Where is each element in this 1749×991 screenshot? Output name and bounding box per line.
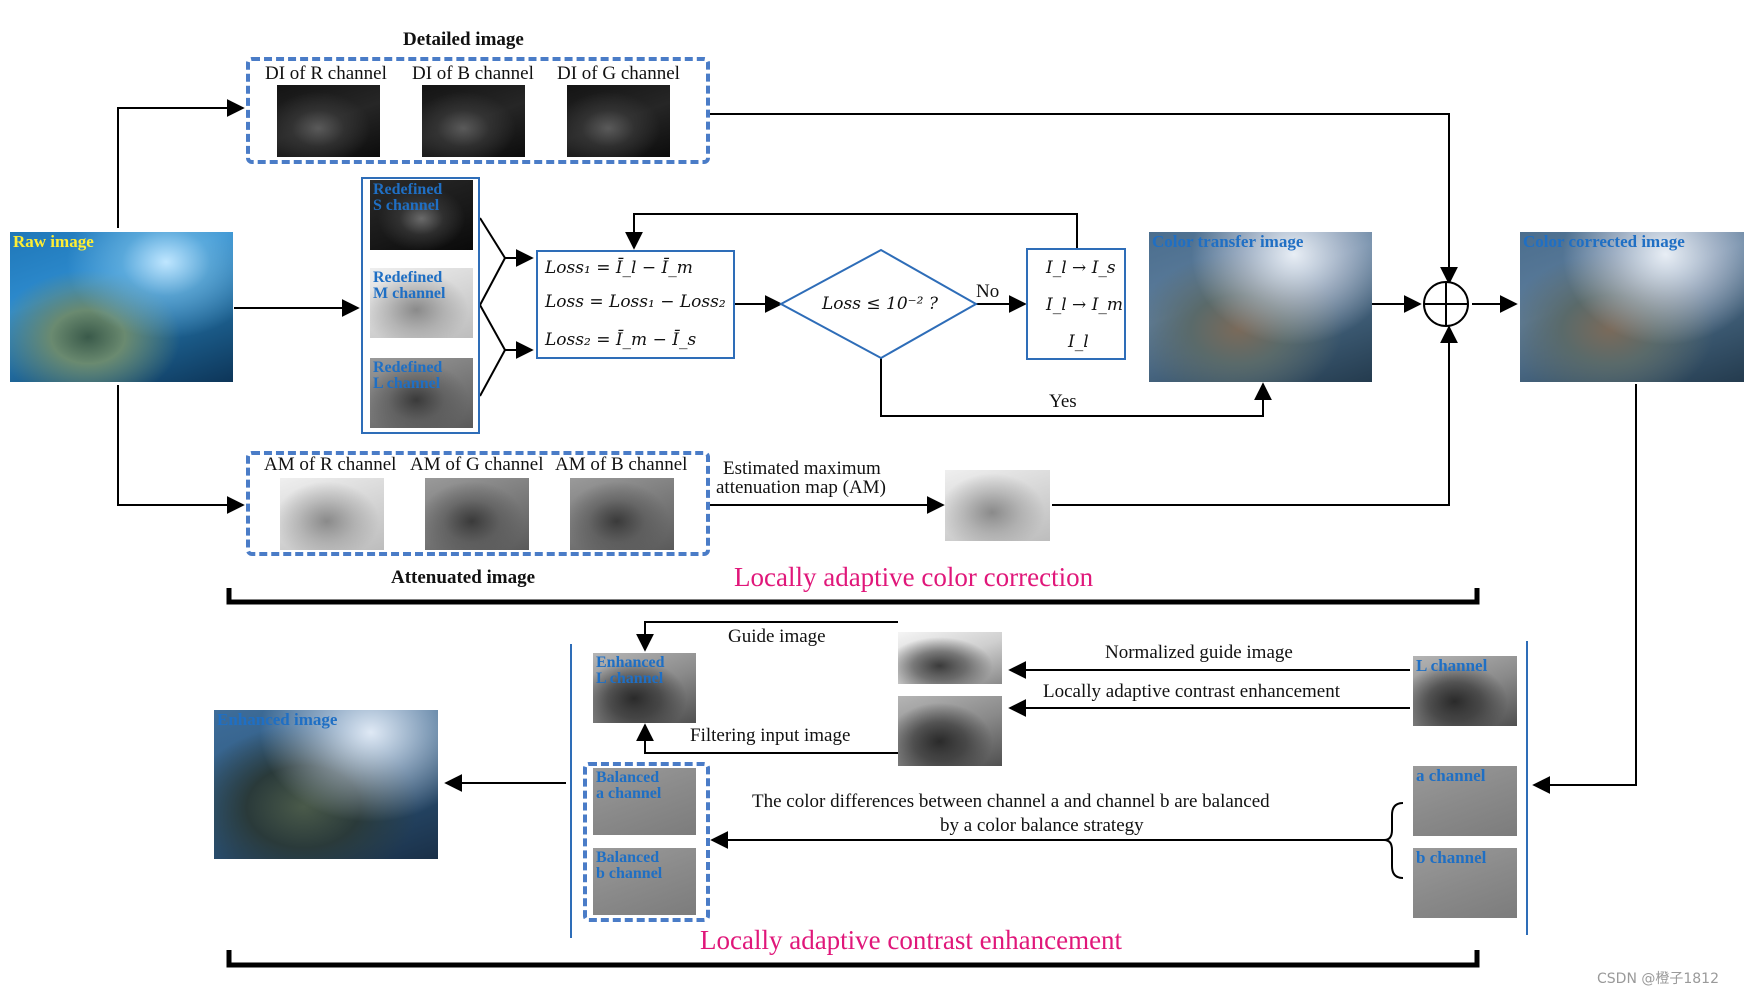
yes-label: Yes [1049, 391, 1077, 412]
color-transfer-image: Color transfer image [1149, 232, 1372, 382]
redefined-l-image: Redefined L channel [370, 358, 473, 428]
di-g-label: DI of G channel [557, 63, 680, 84]
balanced-b-label: Balanced b channel [596, 849, 663, 882]
redefined-m-label: Redefined M channel [373, 269, 446, 302]
detailed-image-group [246, 57, 710, 164]
am-b-label: AM of B channel [555, 454, 688, 475]
normalized-guide-label: Normalized guide image [1105, 642, 1293, 663]
section-color-correction: Locally adaptive color correction [734, 562, 1094, 592]
am-b-image [570, 478, 674, 550]
raw-image-label: Raw image [13, 232, 94, 251]
filtering-input-image [898, 696, 1002, 766]
a-channel-label: a channel [1416, 766, 1486, 785]
loss-equation: Loss = Loss₁ − Loss₂ [545, 292, 726, 312]
loss2-equation: Loss₂ = Ī_m − Ī_s [545, 330, 697, 350]
balanced-a-image: Balanced a channel [593, 768, 696, 835]
sum-node [1423, 281, 1469, 327]
enhanced-image: Enhanced image [214, 710, 438, 859]
balanced-b-image: Balanced b channel [593, 848, 696, 915]
local-contrast-label: Locally adaptive contrast enhancement [1043, 681, 1341, 702]
loss1-equation: Loss₁ = Ī_l − Ī_m [545, 258, 693, 278]
update-rule-1: I_l → I_s [1046, 258, 1116, 278]
attenuated-image-title: Attenuated image [391, 567, 536, 588]
filtering-input-label: Filtering input image [690, 725, 851, 746]
di-b-label: DI of B channel [412, 63, 534, 84]
am-g-image [425, 478, 529, 550]
update-rule-2: I_l → I_m [1046, 295, 1124, 315]
balanced-a-label: Balanced a channel [596, 769, 662, 802]
estimated-am-label-1: Estimated maximum [723, 458, 881, 479]
color-corrected-label: Color corrected image [1523, 232, 1685, 251]
redefined-m-image: Redefined M channel [370, 268, 473, 338]
guide-image-label: Guide image [728, 626, 826, 647]
no-label: No [976, 281, 1000, 302]
watermark: CSDN @橙子1812 [1597, 971, 1719, 987]
redefined-s-label: Redefined S channel [373, 181, 443, 214]
raw-image: Raw image [10, 232, 233, 382]
l-channel-label: L channel [1416, 656, 1488, 675]
color-balance-label-1: The color differences between channel a … [752, 791, 1270, 812]
update-rules-box [1026, 248, 1126, 360]
a-channel-image: a channel [1413, 766, 1517, 836]
color-corrected-image: Color corrected image [1520, 232, 1744, 382]
section-contrast-enhancement: Locally adaptive contrast enhancement [700, 925, 1123, 955]
di-r-label: DI of R channel [265, 63, 387, 84]
color-balance-label-2: by a color balance strategy [940, 815, 1144, 836]
am-r-image [280, 478, 384, 550]
normalized-guide-image [898, 632, 1002, 684]
di-b-image [422, 85, 525, 157]
b-channel-label: b channel [1416, 848, 1487, 867]
l-channel-image: L channel [1413, 656, 1517, 726]
enhanced-l-label: Enhanced L channel [596, 654, 665, 687]
am-r-label: AM of R channel [264, 454, 397, 475]
detailed-image-title: Detailed image [403, 29, 524, 50]
enhanced-l-image: Enhanced L channel [593, 653, 696, 723]
b-channel-image: b channel [1413, 848, 1517, 918]
di-r-image [277, 85, 380, 157]
decision-diamond [778, 248, 979, 360]
redefined-s-image: Redefined S channel [370, 180, 473, 250]
redefined-l-label: Redefined L channel [373, 359, 443, 392]
decision-label: Loss ≤ 10⁻² ? [822, 294, 938, 314]
attenuated-image-group [246, 451, 710, 556]
update-rule-3: I_l [1068, 332, 1089, 352]
am-g-label: AM of G channel [410, 454, 544, 475]
color-transfer-label: Color transfer image [1152, 232, 1304, 251]
enhanced-image-label: Enhanced image [217, 710, 338, 729]
am-map-image [945, 470, 1050, 541]
di-g-image [567, 85, 670, 157]
loss-equations-box [536, 250, 735, 359]
estimated-am-label-2: attenuation map (AM) [716, 477, 886, 498]
balanced-channels-group [583, 762, 710, 922]
